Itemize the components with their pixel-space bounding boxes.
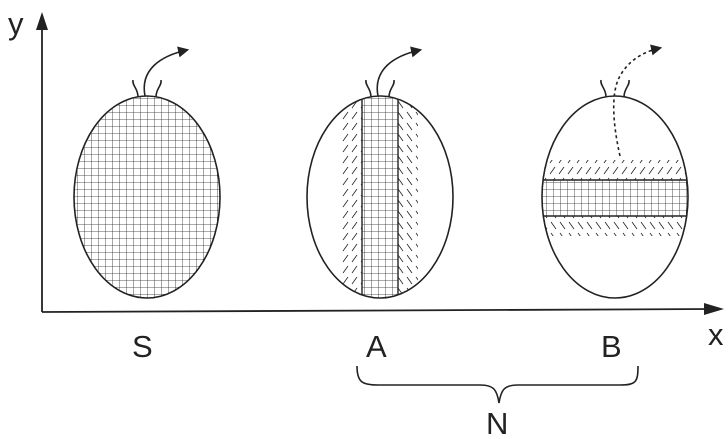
cell-b-stalk-left [600, 79, 607, 98]
cell-a-left-hatch [342, 96, 362, 298]
group-label: N [486, 406, 508, 439]
cell-b-flow-arrow-dashed [612, 44, 663, 157]
cell-s-stalk-left [132, 79, 139, 98]
axes: y x [8, 6, 724, 352]
cell-a-stalk-right [388, 79, 395, 98]
cell-b-label: B [601, 329, 622, 364]
cell-b-grid-band [542, 180, 688, 216]
x-axis [41, 308, 713, 313]
cell-s: S [73, 46, 221, 364]
brace-shape [356, 365, 639, 404]
cell-a-outline [306, 95, 454, 299]
cell-s-flow-arrow [143, 46, 190, 97]
x-axis-arrow [704, 303, 724, 315]
cell-a-label: A [366, 329, 387, 364]
group-brace: N [356, 365, 639, 439]
cell-s-grid-fill [74, 96, 220, 298]
cell-a-right-hatch [398, 96, 418, 298]
cell-a-grid-band [362, 96, 398, 298]
cell-a-flow-arrow [376, 46, 423, 97]
cell-b-stalk-right [623, 79, 630, 98]
cell-s-stalk-right [155, 79, 162, 98]
cell-s-label: S [132, 329, 153, 364]
cell-a-stalk-left [365, 79, 372, 98]
cell-b: B [541, 44, 689, 364]
x-axis-label: x [708, 317, 724, 352]
cell-b-bottom-hatch [542, 216, 688, 236]
cell-s-outline [73, 95, 221, 299]
y-axis-arrow [36, 12, 48, 30]
cell-a: A [306, 46, 454, 364]
y-axis-label: y [8, 6, 24, 41]
cell-b-top-hatch [542, 160, 688, 180]
